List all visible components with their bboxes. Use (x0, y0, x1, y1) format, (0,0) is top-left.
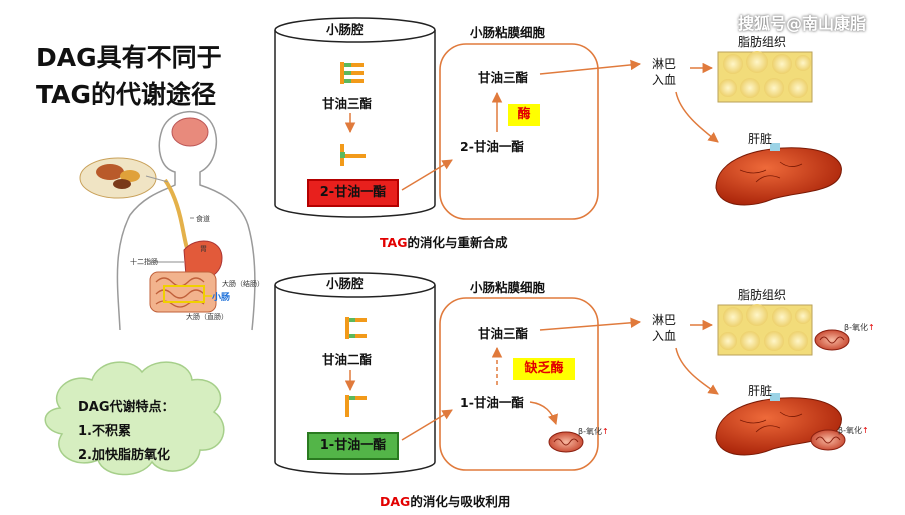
tag-substrate-label: 甘油三酯 (322, 96, 373, 111)
tag-product-box: 2-甘油一酯 (307, 179, 399, 207)
tag-cell-outline (439, 43, 599, 220)
dag-caption-highlight: DAG (380, 494, 411, 509)
esophagus-shape (163, 178, 192, 256)
tag-cell-product-label: 2-甘油一酯 (460, 139, 524, 154)
dag-substrate-label: 甘油二酯 (322, 352, 373, 367)
label-stomach: 胃 (200, 245, 207, 253)
dag-product-box: 1-甘油一酯 (307, 432, 399, 460)
dag-adipose-label: 脂肪组织 (738, 288, 787, 302)
mitochondria-icon-liver (810, 429, 846, 451)
mitochondria-icon-cell (548, 431, 584, 453)
dag-panel-shapes (274, 272, 850, 475)
tag-cell-label: 小肠粘膜细胞 (470, 25, 546, 40)
label-esophagus: 食道 (196, 215, 210, 223)
tag-adipose-label: 脂肪组织 (738, 35, 787, 49)
beta-ox-label-liver: β-氧化↑ (838, 426, 869, 435)
tag-caption-highlight: TAG (380, 235, 408, 250)
tag-liver-icon (715, 143, 842, 206)
dag-cell-label: 小肠粘膜细胞 (470, 280, 546, 295)
dag-cell-product-label: 1-甘油一酯 (460, 395, 524, 410)
dag-lumen-label: 小肠腔 (326, 276, 364, 291)
dag-caption: DAG的消化与吸收利用 (380, 491, 510, 510)
body-outline (116, 111, 256, 331)
dag-adipose-icon (717, 304, 813, 356)
tag-caption-rest: 的消化与重新合成 (407, 235, 508, 250)
tag-adipose-icon (717, 51, 813, 103)
tag-panel-shapes (274, 17, 842, 220)
beta-ox-label-cell: β-氧化↑ (578, 427, 609, 436)
dag-liver-icon (715, 393, 842, 456)
label-duodenum: 十二指肠 (130, 258, 158, 266)
features-heading: DAG代谢特点： (78, 400, 175, 415)
tag-caption: TAG的消化与重新合成 (380, 232, 508, 251)
anatomy-illustration (79, 111, 256, 331)
dag-liver-label: 肝脏 (748, 384, 773, 398)
title-line-1: DAG具有不同于 (36, 43, 222, 72)
label-rectum: 大肠（直肠） (186, 313, 228, 321)
features-item-1: 1.不积累 (78, 424, 131, 439)
dag-caption-rest: 的消化与吸收利用 (410, 494, 511, 509)
dag-monoglyceride-icon (345, 395, 367, 417)
tag-enzyme-badge: 酶 (508, 104, 540, 126)
brain-icon (171, 117, 209, 147)
features-cloud (44, 361, 225, 476)
tag-monoglyceride-icon (340, 144, 366, 166)
watermark: 搜狐号@南山康脂 (738, 14, 867, 33)
dag-diglyceride-icon (345, 317, 367, 339)
mitochondria-icon-adipose (814, 329, 850, 351)
dag-cell-outline (439, 297, 599, 471)
dag-cell-tg-label: 甘油三酯 (478, 326, 529, 341)
features-item-2: 2.加快脂肪氧化 (78, 448, 170, 463)
tag-lumen-label: 小肠腔 (326, 22, 364, 37)
tag-liver-label: 肝脏 (748, 132, 773, 146)
small-intestine-highlight (163, 285, 205, 303)
tag-lymph-label: 淋巴 入血 (652, 57, 677, 87)
tag-cell-tg-label: 甘油三酯 (478, 70, 529, 85)
label-small-intestine: 小肠 (212, 293, 231, 303)
tag-triglyceride-icon (340, 62, 364, 84)
beta-ox-label-adipose: β-氧化↑ (844, 323, 875, 332)
label-colon: 大肠（结肠） (222, 280, 264, 288)
dag-lymph-label: 淋巴 入血 (652, 313, 677, 343)
dag-enzyme-badge: 缺乏酶 (513, 358, 575, 380)
title-line-2: TAG的代谢途径 (36, 80, 216, 109)
dag-lumen-cylinder (274, 285, 436, 475)
